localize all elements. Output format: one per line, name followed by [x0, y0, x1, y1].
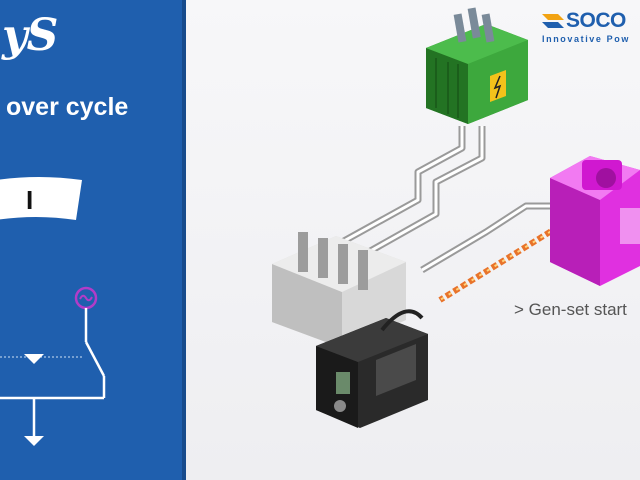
- load-arrow-icon: [24, 436, 44, 446]
- single-line-diagram: [0, 286, 106, 446]
- transfer-switch-icon: [272, 232, 428, 428]
- genset-status-label: > Gen-set start: [514, 300, 627, 319]
- logo-mark-icon: [542, 14, 564, 28]
- switch-position-label: I: [26, 185, 34, 215]
- mains-contact-triangle-icon: [24, 354, 44, 364]
- company-logo: SOCO Innovative Pow: [542, 8, 640, 48]
- cycle-title: over cycle: [6, 93, 129, 121]
- logo-name: SOCO: [566, 9, 626, 32]
- power-cables: [304, 126, 568, 303]
- equipment-scene: [272, 7, 640, 428]
- logo-tagline: Innovative Pow: [542, 34, 630, 44]
- switch-position-plate: [0, 177, 82, 220]
- brand-title: yS: [2, 10, 58, 61]
- genset-icon: [550, 156, 640, 286]
- transformer-icon: [426, 7, 528, 124]
- left-panel: yS over cycle I: [0, 0, 186, 480]
- switch-blade: [84, 341, 106, 377]
- generator-symbol-icon: [74, 286, 98, 310]
